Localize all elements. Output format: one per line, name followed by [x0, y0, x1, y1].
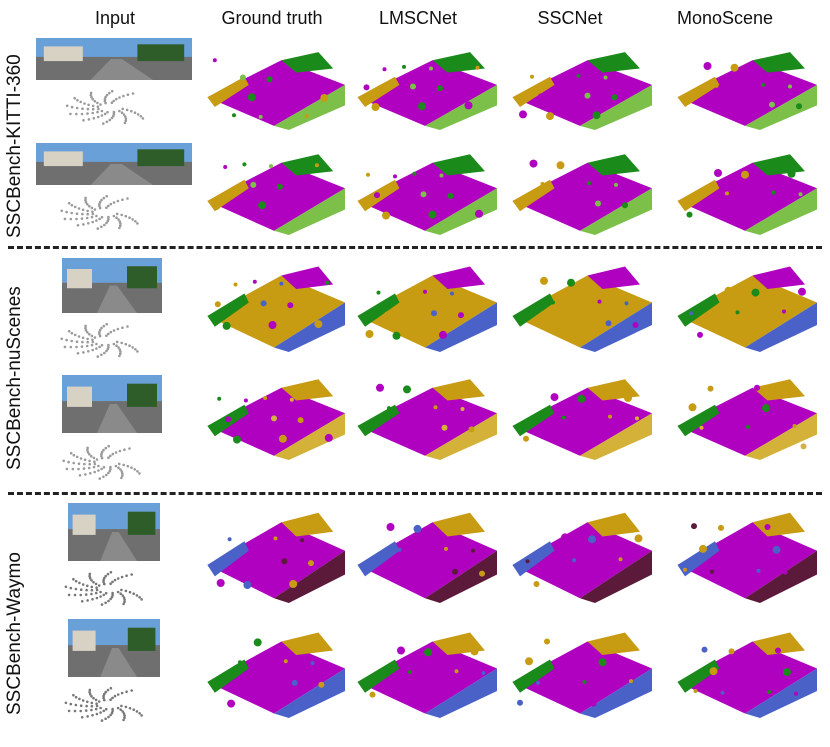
row-label-waymo: SSCBench-Waymo — [4, 552, 25, 715]
scene-row5-col2 — [350, 508, 500, 603]
scene-row1-col1 — [200, 48, 348, 130]
scene-row5-col1 — [200, 508, 348, 603]
scene-row1-col2 — [350, 48, 500, 130]
scene-row3-col1 — [200, 262, 348, 352]
input-camera-image — [36, 38, 192, 80]
input-point-cloud — [65, 85, 160, 130]
scene-row4-col4 — [670, 375, 820, 460]
input-point-cloud — [60, 318, 160, 363]
input-camera-image — [68, 503, 160, 561]
scene-row6-col2 — [350, 628, 500, 718]
scene-row4-col2 — [350, 375, 500, 460]
scene-row2-col4 — [670, 150, 820, 235]
column-header-sscnet: SSCNet — [537, 8, 603, 28]
scene-row3-col2 — [350, 262, 500, 352]
input-point-cloud — [60, 190, 160, 235]
scene-row3-col4 — [670, 262, 820, 352]
scene-row6-col3 — [505, 628, 655, 718]
column-header-ground-truth: Ground truth — [221, 8, 323, 28]
divider-2 — [8, 492, 822, 495]
input-point-cloud — [64, 566, 162, 611]
input-point-cloud — [62, 440, 162, 485]
scene-row2-col1 — [200, 150, 348, 235]
divider-1 — [8, 246, 822, 249]
scene-row4-col3 — [505, 375, 655, 460]
scene-row1-col4 — [670, 48, 820, 130]
scene-row3-col3 — [505, 262, 655, 352]
scene-row5-col3 — [505, 508, 655, 603]
scene-row2-col2 — [350, 150, 500, 235]
scene-row6-col4 — [670, 628, 820, 718]
row-label-nuscenes: SSCBench-nuScenes — [4, 286, 25, 470]
input-camera-image — [36, 143, 192, 185]
scene-row4-col1 — [200, 375, 348, 460]
input-camera-image — [62, 258, 162, 313]
input-point-cloud — [64, 682, 162, 727]
row-label-kitti360: SSCBench-KITTI-360 — [4, 54, 25, 238]
scene-row5-col4 — [670, 508, 820, 603]
column-header-input: Input — [94, 8, 136, 28]
scene-row1-col3 — [505, 48, 655, 130]
input-camera-image — [62, 375, 162, 433]
input-camera-image — [68, 619, 160, 677]
scene-row2-col3 — [505, 150, 655, 235]
column-header-lmscnet: LMSCNet — [378, 8, 458, 28]
scene-row6-col1 — [200, 628, 348, 718]
column-header-monoscene: MonoScene — [676, 8, 774, 28]
